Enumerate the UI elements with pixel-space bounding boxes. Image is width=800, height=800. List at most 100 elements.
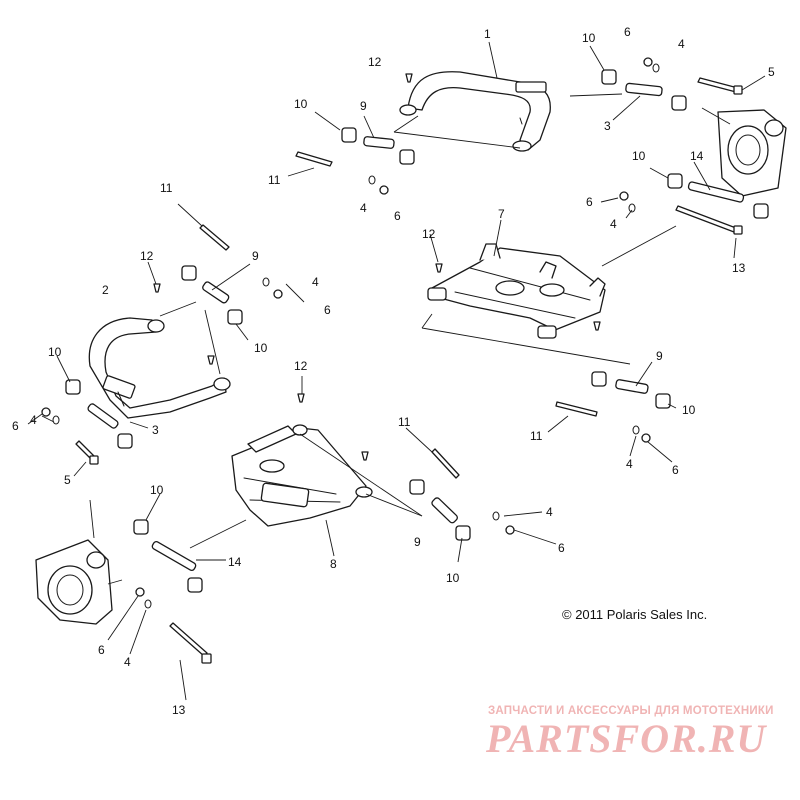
nut-6 <box>379 185 389 195</box>
nut-6 <box>135 587 145 597</box>
bolt-11 <box>199 224 230 251</box>
bushing <box>117 433 133 449</box>
bolt-head <box>733 85 743 95</box>
part-knuckle-right <box>717 109 787 197</box>
part-knuckle-left <box>35 539 113 625</box>
pin-9 <box>363 136 395 149</box>
leader-lines <box>27 41 766 701</box>
nut-6 <box>41 407 51 417</box>
callout-4: 4 <box>30 413 37 427</box>
callout-8: 8 <box>330 557 337 571</box>
grease-fitting-12 <box>153 283 161 293</box>
grease-fitting-12 <box>435 263 443 273</box>
callout-4: 4 <box>124 655 131 669</box>
nut-6 <box>505 525 515 535</box>
callout-12: 12 <box>294 359 308 373</box>
part-upper-a-arm-2 <box>88 317 231 419</box>
bolt-head <box>89 455 99 465</box>
callout-12: 12 <box>140 249 154 263</box>
callout-10: 10 <box>446 571 460 585</box>
callout-4: 4 <box>312 275 319 289</box>
bushing-10 <box>667 173 683 189</box>
grease-fitting <box>361 451 369 461</box>
callout-6: 6 <box>98 643 105 657</box>
callout-9: 9 <box>414 535 421 549</box>
bolt-11 <box>295 151 333 167</box>
pin-9 <box>431 497 458 524</box>
washer-4 <box>262 277 270 287</box>
bushing <box>753 203 769 219</box>
callout-11: 11 <box>530 429 543 443</box>
washer-4 <box>52 415 60 425</box>
callout-4: 4 <box>360 201 367 215</box>
bolt-head <box>201 653 212 664</box>
nut-6 <box>619 191 629 201</box>
callout-13: 13 <box>172 703 186 717</box>
callout-11: 11 <box>398 415 411 429</box>
pin-9 <box>202 281 230 304</box>
bushing <box>187 577 203 593</box>
pin-3 <box>625 82 663 97</box>
nut-6 <box>273 289 283 299</box>
callout-6: 6 <box>324 303 331 317</box>
bushing <box>671 95 687 111</box>
callout-10: 10 <box>632 149 646 163</box>
callout-2: 2 <box>102 283 109 297</box>
washer-4 <box>144 599 152 609</box>
copyright-notice: © 2011 Polaris Sales Inc. <box>562 607 708 622</box>
callout-labels: 1 12 10 6 4 5 3 10 9 11 4 6 10 14 6 4 13… <box>12 25 775 717</box>
grease-fitting-12 <box>405 73 413 83</box>
part-upper-a-arm-1 <box>399 71 551 152</box>
washer-4 <box>632 425 640 435</box>
callout-6: 6 <box>624 25 631 39</box>
bushing-10 <box>655 393 671 409</box>
callout-1: 1 <box>484 27 491 41</box>
callout-3: 3 <box>604 119 611 133</box>
callout-4: 4 <box>626 457 633 471</box>
bolt-13 <box>169 622 208 657</box>
callout-9: 9 <box>656 349 663 363</box>
washer-4 <box>628 203 636 213</box>
callout-13: 13 <box>732 261 746 275</box>
bushing <box>409 479 425 495</box>
pin-14 <box>151 540 197 572</box>
callout-10: 10 <box>48 345 62 359</box>
bushing-10 <box>455 525 471 541</box>
callout-6: 6 <box>12 419 19 433</box>
part-lower-a-arm-8 <box>231 424 373 527</box>
hardware <box>41 57 769 664</box>
callout-10: 10 <box>254 341 268 355</box>
callout-12: 12 <box>422 227 436 241</box>
grease-fitting <box>593 321 601 331</box>
bushing <box>181 265 197 281</box>
callout-14: 14 <box>228 555 242 569</box>
callout-10: 10 <box>294 97 308 111</box>
callout-7: 7 <box>498 207 505 221</box>
callout-6: 6 <box>394 209 401 223</box>
callout-10: 10 <box>682 403 696 417</box>
callout-9: 9 <box>360 99 367 113</box>
washer-4 <box>368 175 376 185</box>
callout-4: 4 <box>610 217 617 231</box>
callout-5: 5 <box>64 473 71 487</box>
callout-11: 11 <box>268 173 281 187</box>
callout-6: 6 <box>672 463 679 477</box>
pin-9 <box>615 379 649 394</box>
bolt-head <box>733 225 743 235</box>
watermark-logo: PARTSFOR.RU <box>486 716 767 761</box>
bushing-10 <box>65 379 81 395</box>
bushing-10 <box>341 127 357 143</box>
callout-5: 5 <box>768 65 775 79</box>
callout-12: 12 <box>368 55 382 69</box>
watermark-tagline: ЗАПЧАСТИ И АКСЕССУАРЫ ДЛЯ МОТОТЕХНИКИ <box>488 705 774 717</box>
bushing <box>591 371 607 387</box>
callout-6: 6 <box>558 541 565 555</box>
bolt-11 <box>555 401 598 417</box>
bolt-11 <box>431 448 460 479</box>
callout-11: 11 <box>160 181 173 195</box>
callout-10: 10 <box>582 31 596 45</box>
bushing-10 <box>133 519 149 535</box>
callout-4: 4 <box>546 505 553 519</box>
